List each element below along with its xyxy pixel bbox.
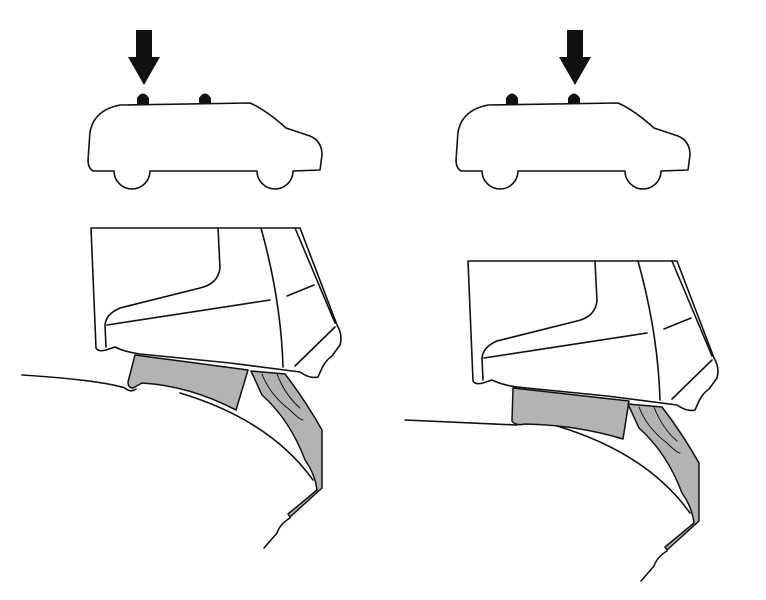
- foot-detail: [21, 227, 342, 549]
- roof-foot-marker-rear: [199, 93, 211, 104]
- roof-foot-marker-rear: [568, 93, 580, 104]
- foot-pad: [511, 387, 630, 440]
- panel-front-foot: [21, 30, 342, 549]
- panel-rear-foot: [404, 30, 719, 582]
- down-arrow-icon: [559, 30, 591, 85]
- foot-pad: [127, 354, 249, 411]
- clamp-bracket: [250, 370, 323, 549]
- foot-detail: [404, 260, 719, 582]
- car-silhouette: [455, 102, 691, 190]
- roof-foot-marker-front: [137, 93, 149, 104]
- roof-foot-marker-front: [506, 93, 518, 104]
- clamp-bracket: [627, 403, 700, 582]
- down-arrow-icon: [128, 30, 160, 85]
- car-silhouette: [87, 102, 323, 190]
